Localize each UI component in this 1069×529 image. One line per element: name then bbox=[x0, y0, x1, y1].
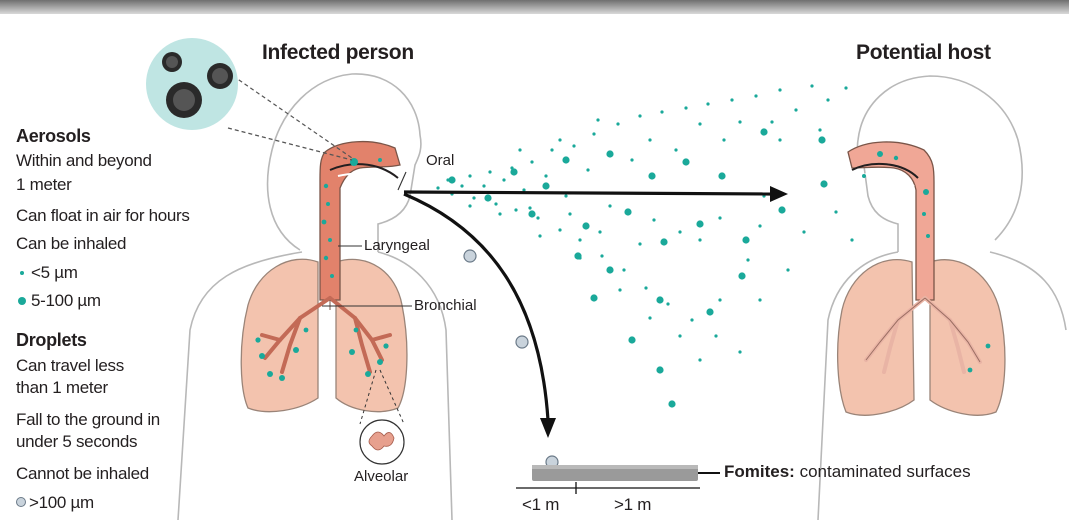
fomites-caption: Fomites: contaminated surfaces bbox=[724, 462, 971, 482]
droplets-line-1: Can travel less bbox=[16, 355, 124, 376]
potential-host-title: Potential host bbox=[856, 41, 991, 65]
aerosols-heading: Aerosols bbox=[16, 126, 91, 147]
aerosol-arrowhead bbox=[770, 186, 788, 202]
aerosol-cloud bbox=[436, 84, 853, 407]
aerosol-small-legend: <5 µm bbox=[16, 262, 78, 283]
distance-near-label: <1 m bbox=[522, 494, 559, 515]
fomites-label: Fomites: bbox=[724, 462, 795, 481]
aerosols-line-4: Can be inhaled bbox=[16, 233, 126, 254]
aerosol-small-label: <5 µm bbox=[31, 263, 78, 282]
laryngeal-label: Laryngeal bbox=[364, 237, 430, 254]
distance-far-label: >1 m bbox=[614, 494, 651, 515]
aerosol-arrow bbox=[404, 192, 770, 194]
infected-person-title: Infected person bbox=[262, 41, 414, 65]
fomites-surface bbox=[516, 465, 720, 494]
droplet-circle-icon bbox=[16, 497, 26, 507]
droplets-heading: Droplets bbox=[16, 330, 87, 351]
aerosol-large-label: 5-100 µm bbox=[31, 291, 101, 310]
aerosols-line-2: 1 meter bbox=[16, 174, 72, 195]
droplet-arrowhead bbox=[540, 418, 556, 438]
droplet-size-label: >100 µm bbox=[29, 493, 94, 512]
fomites-text: contaminated surfaces bbox=[795, 462, 971, 481]
aerosols-line-1: Within and beyond bbox=[16, 150, 152, 171]
droplets-line-5: Cannot be inhaled bbox=[16, 463, 149, 484]
droplets-line-4: under 5 seconds bbox=[16, 431, 137, 452]
bronchial-label: Bronchial bbox=[414, 297, 477, 314]
small-aerosol-dot-icon bbox=[20, 271, 24, 275]
aerosol-large-legend: 5-100 µm bbox=[16, 290, 101, 311]
large-aerosol-dot-icon bbox=[18, 297, 26, 305]
droplets-line-3: Fall to the ground in bbox=[16, 409, 160, 430]
droplet-size-legend: >100 µm bbox=[16, 492, 94, 513]
droplets-line-2: than 1 meter bbox=[16, 377, 108, 398]
oral-label: Oral bbox=[426, 152, 454, 169]
aerosols-line-3: Can float in air for hours bbox=[16, 205, 190, 226]
alveolar-label: Alveolar bbox=[354, 468, 408, 485]
